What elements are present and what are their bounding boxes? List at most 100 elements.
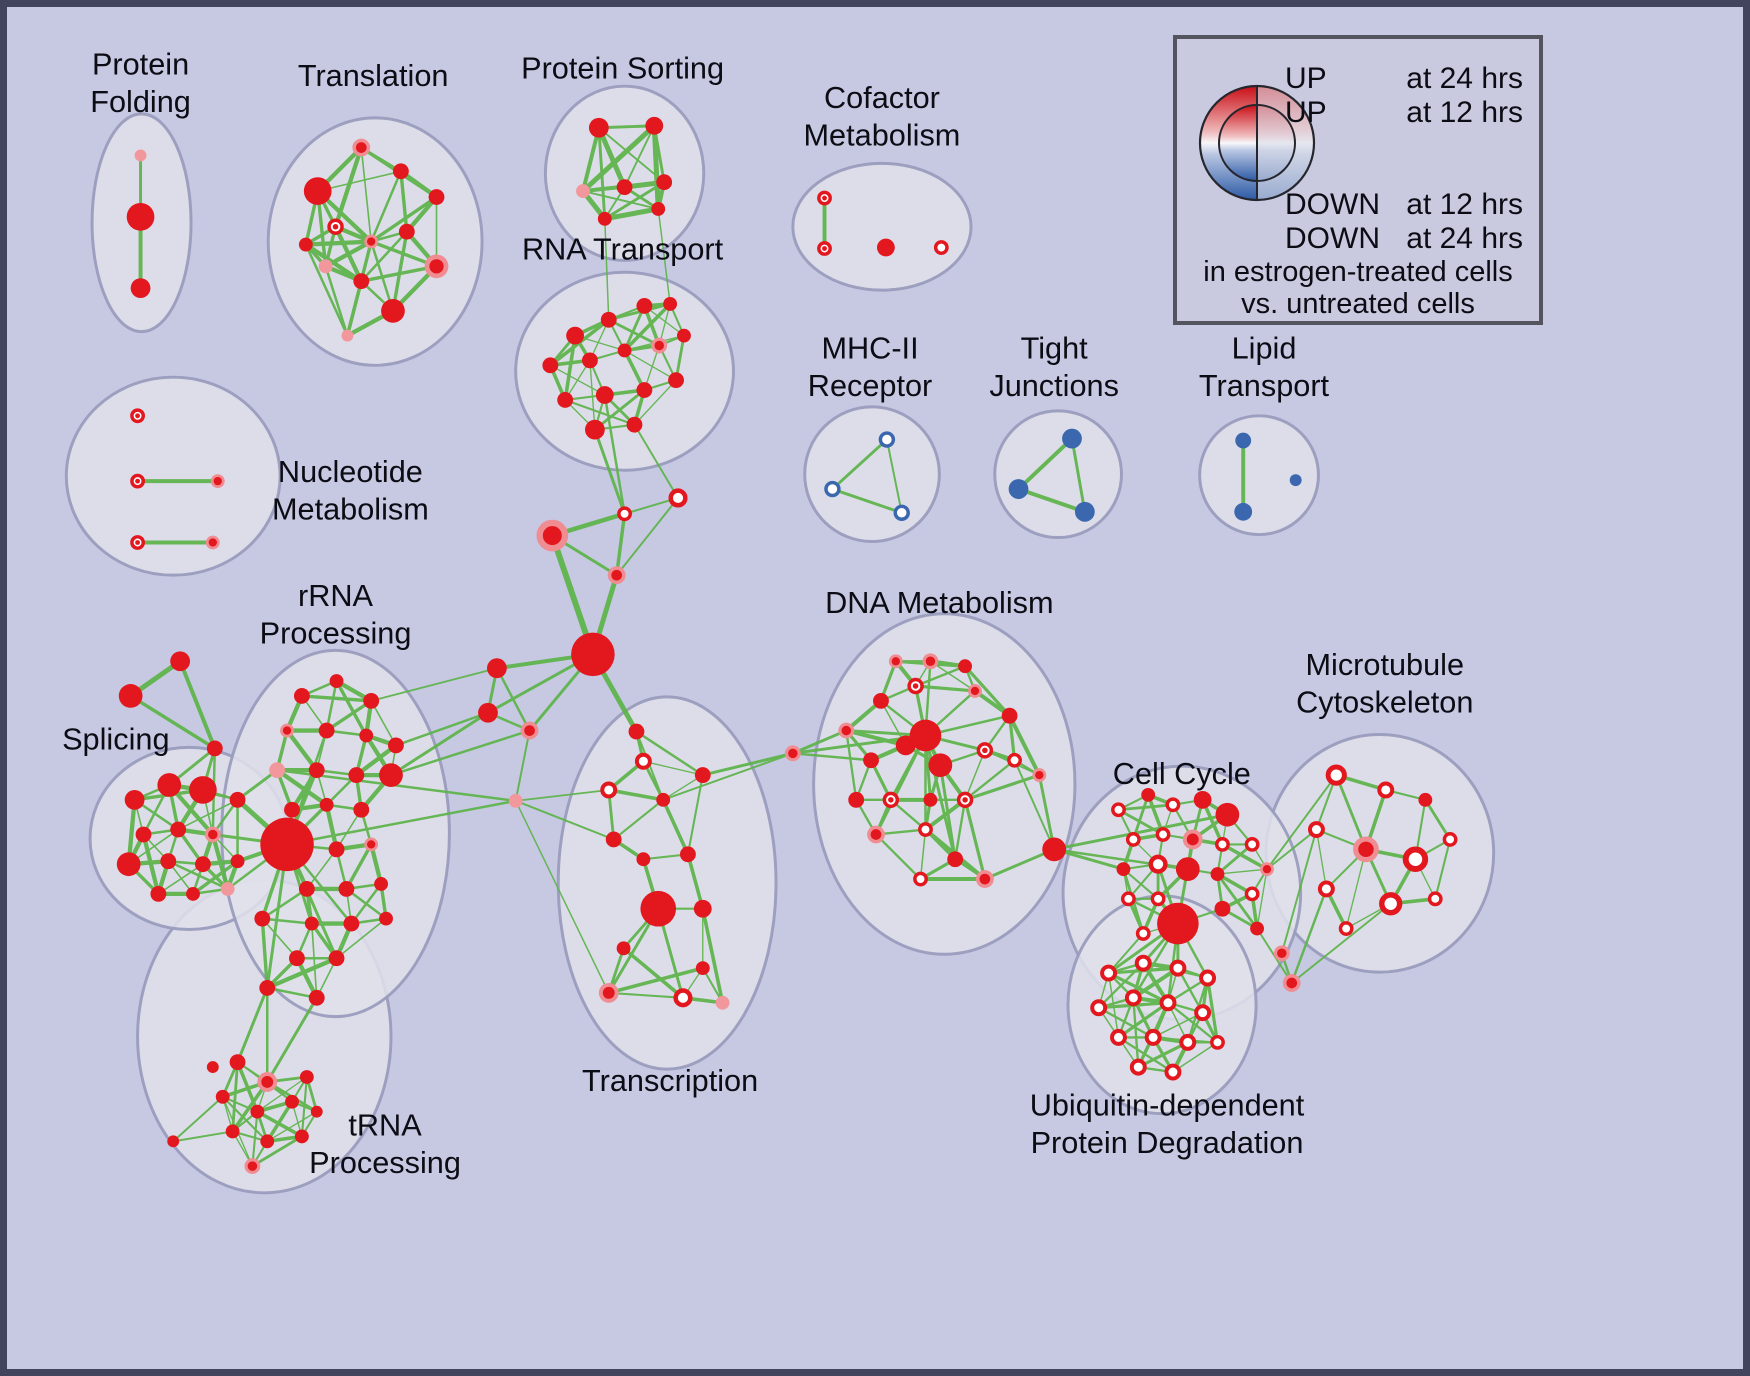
node-halo-core <box>841 725 852 736</box>
edge <box>844 728 908 748</box>
legend-row-up-12: UP at 12 hrs <box>1285 97 1523 129</box>
edge <box>1052 847 1125 871</box>
node-up-solid <box>863 752 879 769</box>
node-up-solid <box>695 961 710 976</box>
node-up-solid <box>124 789 145 810</box>
node-up-solid <box>668 372 684 389</box>
edge <box>260 916 269 990</box>
node-down-open <box>1144 1028 1162 1046</box>
edge <box>128 694 217 751</box>
node-down-open <box>1110 1028 1127 1046</box>
node-up-solid <box>1193 790 1212 809</box>
edge <box>167 859 229 891</box>
node-down-open <box>933 240 949 255</box>
node-halo-core <box>891 657 900 666</box>
edge <box>514 800 610 994</box>
node-down-blue <box>1235 432 1252 449</box>
node-up-solid <box>135 826 152 843</box>
node-up-solid <box>319 797 334 812</box>
edge <box>191 859 240 896</box>
legend-dir-label: UP <box>1285 96 1327 129</box>
node-up-solid <box>289 950 305 967</box>
edge <box>1052 813 1229 851</box>
node-up-solid <box>126 202 155 231</box>
node-down-open <box>1129 1058 1147 1076</box>
edge <box>791 752 873 762</box>
node-ring-core <box>912 683 919 689</box>
edge <box>964 749 986 801</box>
node-down-open <box>1215 836 1230 852</box>
node-down-open <box>634 752 652 770</box>
node-down-open <box>1244 886 1260 902</box>
edge <box>335 917 387 960</box>
node-up-solid <box>328 841 345 858</box>
edge <box>1423 798 1452 841</box>
edge <box>597 126 666 184</box>
edge <box>172 1130 234 1143</box>
node-up-solid <box>225 1124 240 1139</box>
node-up-solid <box>186 886 200 901</box>
node-up-solid <box>308 762 325 779</box>
node-up-solid <box>381 298 405 323</box>
node-up-solid <box>150 885 167 902</box>
edge <box>265 956 339 991</box>
node-up-solid <box>229 791 246 808</box>
edge <box>913 684 977 693</box>
node-down-blue-open <box>893 504 910 522</box>
edge <box>316 170 402 192</box>
node-down-open <box>1377 781 1395 799</box>
edge <box>265 1099 294 1144</box>
node-up-solid <box>170 651 191 672</box>
node-down-open <box>1135 926 1151 941</box>
node-up-solid <box>1175 857 1200 882</box>
node-down-open <box>1199 969 1217 987</box>
node-up-solid <box>873 692 889 709</box>
node-up-solid <box>1116 862 1131 877</box>
node-up-solid <box>157 773 182 797</box>
legend-time-label: at 24 hrs <box>1406 62 1523 95</box>
node-halo-core <box>611 569 623 581</box>
node-up-solid <box>392 163 409 180</box>
edge <box>830 487 904 515</box>
edge <box>306 848 338 890</box>
edge <box>791 729 848 755</box>
node-up-solid <box>848 791 865 808</box>
node-up-solid <box>353 801 370 818</box>
label-rna-transport: RNA Transport <box>522 231 724 266</box>
node-up-solid <box>329 674 344 688</box>
node-halo-core <box>1277 948 1287 959</box>
node-down-open <box>1402 846 1429 872</box>
edge <box>623 349 677 381</box>
node-down-open <box>1100 964 1118 982</box>
edge <box>603 393 626 516</box>
node-ring-core <box>135 540 141 545</box>
edge <box>256 1076 308 1113</box>
edge <box>1205 976 1220 1044</box>
edge <box>345 887 388 920</box>
node-up-solid <box>318 722 335 739</box>
node-up-solid <box>328 950 345 967</box>
node-halo-core <box>208 538 217 547</box>
node-halo-core <box>925 656 936 667</box>
node-halo-core <box>213 476 222 486</box>
node-down-open <box>1325 764 1347 786</box>
nodes <box>116 116 1458 1175</box>
edge <box>661 798 690 857</box>
edge <box>963 759 1016 802</box>
edge <box>953 798 967 861</box>
edge <box>178 659 217 751</box>
node-up-solid <box>958 659 973 674</box>
node-halo-core <box>247 1161 258 1171</box>
edge <box>1117 803 1175 812</box>
edge <box>261 917 298 960</box>
node-up-solid <box>343 915 360 932</box>
edge <box>1136 1040 1190 1069</box>
edge <box>333 145 364 229</box>
node-halo-core <box>1035 770 1044 780</box>
edge <box>230 1080 270 1134</box>
label-transcription: Transcription <box>582 1063 758 1098</box>
node-down-open <box>1442 832 1458 847</box>
node-halo-core <box>429 259 444 274</box>
